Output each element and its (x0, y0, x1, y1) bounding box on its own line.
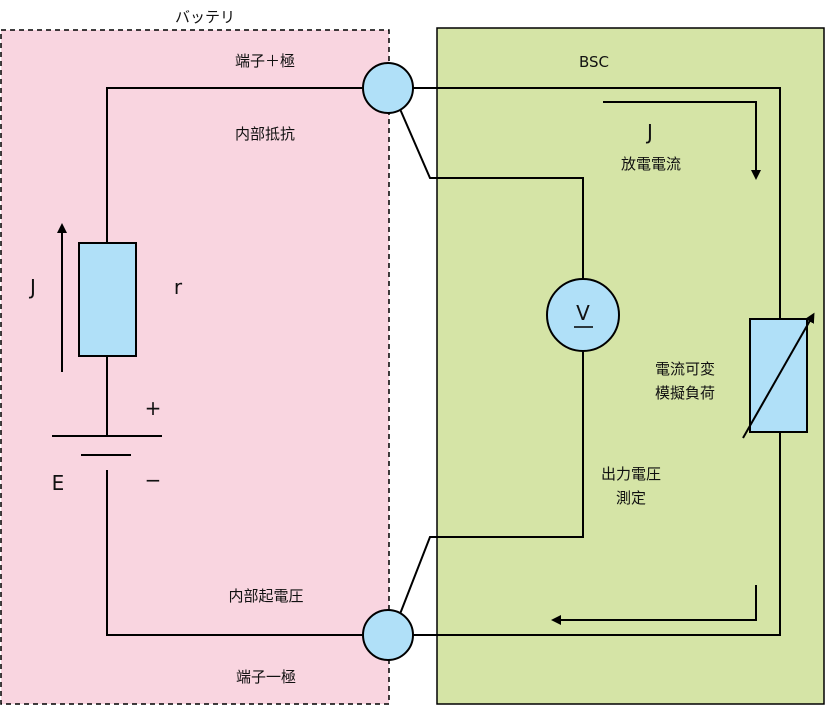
discharge-current-arrow-bottom (551, 585, 757, 625)
variable-load-arrow (742, 312, 815, 439)
wire-voltmeter-bottom (399, 352, 584, 615)
bsc-current-symbol: J (645, 120, 653, 144)
load-label-line2: 模擬負荷 (655, 384, 715, 402)
terminal-minus-label: 端子一極 (236, 668, 296, 686)
measure-label-line1: 出力電圧 (601, 465, 661, 483)
resistance-symbol: r (174, 275, 183, 299)
battery-region (0, 29, 390, 705)
load-label-line1: 電流可変 (655, 360, 715, 378)
internal-emf-label: 内部起電圧 (228, 587, 303, 605)
wire-battery-bottom (106, 470, 362, 636)
voltmeter (546, 278, 620, 352)
wire-battery-top (106, 87, 362, 243)
discharge-current-arrow-top (603, 101, 761, 180)
internal-resistor (78, 242, 137, 357)
internal-resistance-label: 内部抵抗 (235, 125, 295, 143)
terminal-minus (362, 609, 414, 661)
bsc-title: BSC (579, 53, 609, 71)
minus-sign: − (145, 468, 162, 492)
wire-voltmeter-top (399, 108, 584, 279)
plus-sign: + (145, 396, 162, 420)
discharge-current-label: 放電電流 (621, 155, 681, 173)
terminal-plus-label: 端子＋極 (235, 52, 295, 70)
voltmeter-symbol: V (576, 301, 590, 325)
emf-symbol: E (52, 471, 65, 495)
terminal-plus (362, 62, 414, 114)
battery-title: バッテリ (175, 8, 235, 26)
battery-current-symbol: J (28, 275, 36, 299)
measure-label-line2: 測定 (616, 489, 646, 507)
